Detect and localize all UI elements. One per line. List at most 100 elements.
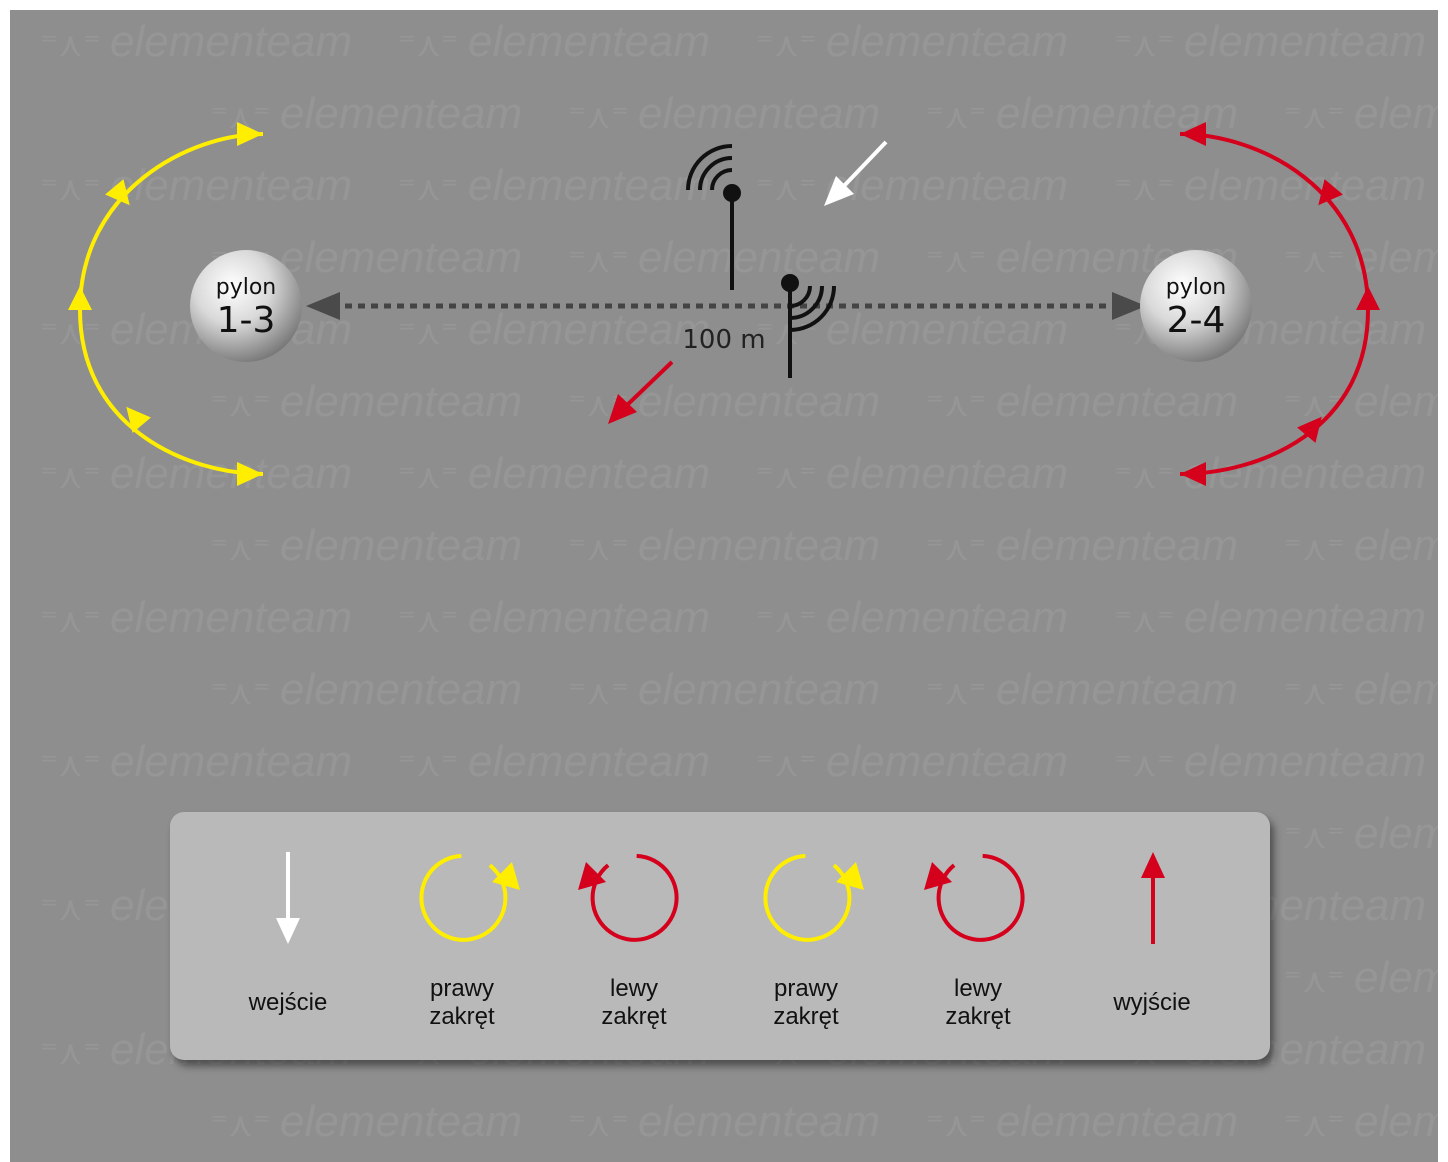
svg-text:⁼⋏⁼: ⁼⋏⁼ — [1284, 673, 1345, 713]
legend-label-left-turn-2: lewy zakręt — [918, 975, 1038, 1031]
antenna-icon — [686, 144, 741, 290]
svg-text:⁼⋏⁼: ⁼⋏⁼ — [926, 97, 987, 137]
watermark: ⁼⋏⁼elementeam — [926, 377, 1238, 426]
svg-text:elementeam: elementeam — [468, 737, 710, 786]
svg-text:⁼⋏⁼: ⁼⋏⁼ — [40, 313, 101, 353]
watermark: ⁼⋏⁼elementeam — [1284, 521, 1438, 570]
svg-text:elementeam: elementeam — [1354, 665, 1438, 714]
watermark: ⁼⋏⁼elementeam — [568, 1097, 880, 1146]
watermark: ⁼⋏⁼elementeam — [210, 521, 522, 570]
watermark: ⁼⋏⁼elementeam — [568, 233, 880, 282]
svg-text:elementeam: elementeam — [638, 521, 880, 570]
svg-text:elementeam: elementeam — [280, 233, 522, 282]
pylon-sphere-icon — [190, 250, 302, 362]
svg-text:⁼⋏⁼: ⁼⋏⁼ — [1114, 745, 1175, 785]
watermark: ⁼⋏⁼elementeam — [398, 737, 710, 786]
left-turn-path — [68, 122, 264, 486]
legend-label-line: lewy — [609, 975, 658, 1002]
svg-text:⁼⋏⁼: ⁼⋏⁼ — [40, 1033, 101, 1073]
pylon-right-word: pylon — [1166, 275, 1227, 300]
red-arrowhead-icon — [1297, 416, 1322, 443]
watermark: ⁼⋏⁼elementeam — [568, 521, 880, 570]
svg-text:elementeam: elementeam — [1184, 17, 1426, 66]
legend-icons — [276, 852, 1165, 944]
svg-text:⁼⋏⁼: ⁼⋏⁼ — [1284, 961, 1345, 1001]
svg-text:⁼⋏⁼: ⁼⋏⁼ — [1114, 169, 1175, 209]
yellow-arrowhead-icon — [105, 179, 130, 206]
svg-text:elementeam: elementeam — [638, 89, 880, 138]
watermark: ⁼⋏⁼elementeam — [1284, 1097, 1438, 1146]
right-turn-path — [1179, 122, 1380, 486]
yellow-arrowhead-icon — [237, 122, 263, 146]
svg-text:⁼⋏⁼: ⁼⋏⁼ — [398, 25, 459, 65]
svg-text:elementeam: elementeam — [826, 17, 1068, 66]
svg-text:elementeam: elementeam — [996, 521, 1238, 570]
watermark: ⁼⋏⁼elementeam — [568, 377, 880, 426]
red-arrowhead-icon — [1356, 286, 1380, 310]
svg-text:elementeam: elementeam — [110, 737, 352, 786]
clockwise-yellow-icon — [763, 853, 864, 942]
watermark: ⁼⋏⁼elementeam — [1114, 17, 1426, 66]
svg-text:⁼⋏⁼: ⁼⋏⁼ — [756, 169, 817, 209]
svg-text:elementeam: elementeam — [1354, 233, 1438, 282]
watermark: ⁼⋏⁼elementeam — [398, 17, 710, 66]
legend-label-entry: wejście — [248, 989, 328, 1016]
svg-text:⁼⋏⁼: ⁼⋏⁼ — [1114, 25, 1175, 65]
arrow-down-white-icon — [276, 852, 300, 944]
watermark: ⁼⋏⁼elementeam — [1284, 665, 1438, 714]
svg-text:elementeam: elementeam — [638, 665, 880, 714]
legend-label-line: zakręt — [601, 1003, 667, 1030]
watermark: ⁼⋏⁼elementeam — [756, 161, 1068, 210]
svg-text:elementeam: elementeam — [468, 593, 710, 642]
arrowhead-left-icon — [306, 292, 340, 320]
svg-text:elementeam: elementeam — [110, 449, 352, 498]
svg-text:⁼⋏⁼: ⁼⋏⁼ — [568, 1105, 629, 1145]
svg-text:⁼⋏⁼: ⁼⋏⁼ — [926, 241, 987, 281]
watermark: ⁼⋏⁼elementeam — [40, 593, 352, 642]
legend-label-line: prawy — [429, 975, 495, 1002]
exit-arrow-icon — [608, 360, 674, 424]
svg-text:elementeam: elementeam — [826, 737, 1068, 786]
svg-text:⁼⋏⁼: ⁼⋏⁼ — [756, 745, 817, 785]
svg-text:elementeam: elementeam — [1354, 809, 1438, 858]
svg-text:⁼⋏⁼: ⁼⋏⁼ — [756, 601, 817, 641]
svg-text:elementeam: elementeam — [468, 449, 710, 498]
svg-text:elementeam: elementeam — [638, 377, 880, 426]
radio-waves-icon — [789, 285, 836, 332]
svg-text:⁼⋏⁼: ⁼⋏⁼ — [1114, 457, 1175, 497]
svg-text:⁼⋏⁼: ⁼⋏⁼ — [756, 25, 817, 65]
watermark: ⁼⋏⁼elementeam — [568, 89, 880, 138]
counterclockwise-red-icon — [924, 853, 1025, 942]
red-arrowhead-icon — [1180, 462, 1206, 486]
svg-text:⁼⋏⁼: ⁼⋏⁼ — [398, 457, 459, 497]
svg-text:⁼⋏⁼: ⁼⋏⁼ — [568, 241, 629, 281]
svg-text:elementeam: elementeam — [280, 521, 522, 570]
svg-text:elementeam: elementeam — [468, 17, 710, 66]
svg-text:⁼⋏⁼: ⁼⋏⁼ — [398, 313, 459, 353]
watermark: ⁼⋏⁼elementeam — [1284, 233, 1438, 282]
svg-text:⁼⋏⁼: ⁼⋏⁼ — [568, 97, 629, 137]
pylon-sphere-icon — [1140, 250, 1252, 362]
svg-text:⁼⋏⁼: ⁼⋏⁼ — [1284, 241, 1345, 281]
svg-text:⁼⋏⁼: ⁼⋏⁼ — [926, 385, 987, 425]
svg-text:⁼⋏⁼: ⁼⋏⁼ — [398, 169, 459, 209]
svg-text:elementeam: elementeam — [110, 161, 352, 210]
watermark: ⁼⋏⁼elementeam — [1284, 953, 1438, 1002]
watermark: ⁼⋏⁼elementeam — [926, 89, 1238, 138]
svg-text:elementeam: elementeam — [468, 305, 710, 354]
yellow-arrowhead-icon — [237, 462, 263, 486]
svg-text:⁼⋏⁼: ⁼⋏⁼ — [40, 601, 101, 641]
svg-text:elementeam: elementeam — [996, 377, 1238, 426]
svg-text:elementeam: elementeam — [280, 665, 522, 714]
svg-text:elementeam: elementeam — [1354, 521, 1438, 570]
red-arrowhead-icon — [1318, 179, 1343, 206]
svg-text:⁼⋏⁼: ⁼⋏⁼ — [1284, 817, 1345, 857]
watermark: ⁼⋏⁼elementeam — [1284, 89, 1438, 138]
legend-label-line: lewy — [953, 975, 1002, 1002]
svg-text:elementeam: elementeam — [1184, 737, 1426, 786]
svg-text:⁼⋏⁼: ⁼⋏⁼ — [398, 601, 459, 641]
legend-panel: wejście prawy zakręt lewy zakręt prawy z… — [170, 812, 1270, 1060]
watermark: ⁼⋏⁼elementeam — [40, 17, 352, 66]
pylon-right: pylon 2-4 — [1140, 250, 1252, 362]
svg-text:elementeam: elementeam — [1354, 1097, 1438, 1146]
